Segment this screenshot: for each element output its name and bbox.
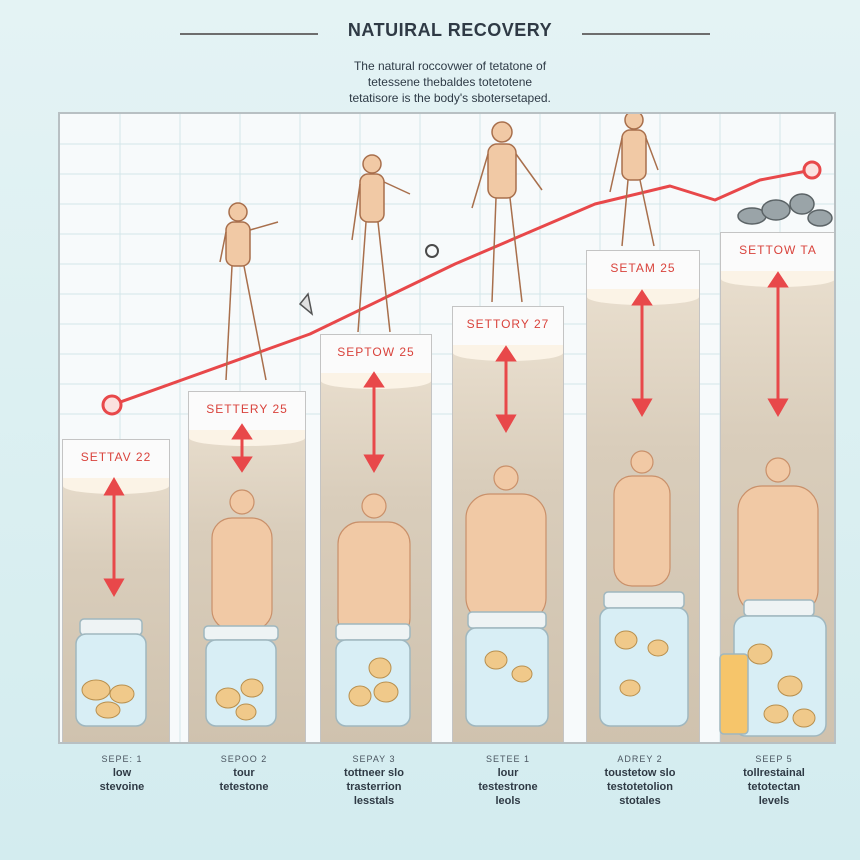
column-label: SEPTOW 25 <box>337 345 415 359</box>
subtitle: The natural roccovwer of tetatone of tet… <box>300 58 600 106</box>
column-cap <box>63 440 169 479</box>
chart-panel: SETTAV 22 SETTERY 25 SEPTOW 25 SETTORY 2… <box>58 112 836 744</box>
person-figure-icon <box>211 450 819 641</box>
step-label-2: SEPOO 2 tour tetestone <box>219 754 269 793</box>
column-label: SETAM 25 <box>610 261 676 275</box>
step-label-6: SEEP 5 tollrestainal tetotectan levels <box>743 754 805 807</box>
recovery-trend-line <box>111 168 813 407</box>
step-label-4: SETEE 1 lour testestrone leols <box>478 754 538 807</box>
title-rule-right <box>582 33 710 35</box>
step-labels: SEPE: 1 low stevoine SEPOO 2 tour tetest… <box>58 752 836 832</box>
illustration-overlay <box>75 114 833 737</box>
column-cap <box>189 392 305 431</box>
column-label: SETTORY 27 <box>466 317 550 331</box>
pill-jar-icon <box>75 591 827 737</box>
page-title: NATUIRAL RECOVERY <box>347 20 553 40</box>
column-cap <box>587 251 699 290</box>
subtitle-line-1: The natural roccovwer of tetatone of <box>353 59 547 73</box>
trend-end-marker <box>802 160 822 180</box>
person-figure-icon <box>219 114 659 381</box>
step-label-5: ADREY 2 toustetow slo testotetolion stot… <box>604 754 676 807</box>
subtitle-line-2: tetessene thebaldes totetotene <box>367 75 533 89</box>
trend-start-marker <box>101 394 123 416</box>
step-label-1: SEPE: 1 low stevoine <box>99 754 145 793</box>
title-row: NATUIRAL RECOVERY <box>180 20 710 46</box>
gear-icon <box>425 244 439 258</box>
trend-arrow-marker <box>298 292 314 316</box>
stone-pile <box>737 193 833 227</box>
subtitle-line-3: tetatisore is the body's sbotersetaped. <box>349 91 551 105</box>
column-label: SETTOW TA <box>739 243 817 257</box>
column-cap <box>321 335 431 374</box>
step-label-3: SEPAY 3 tottneer slo trasterrion lesstal… <box>344 754 404 807</box>
title-rule-left <box>180 33 318 35</box>
double-arrow-icon <box>103 271 789 598</box>
pills <box>81 630 816 728</box>
column-label: SETTAV 22 <box>80 450 152 464</box>
column-label: SETTERY 25 <box>206 402 288 416</box>
